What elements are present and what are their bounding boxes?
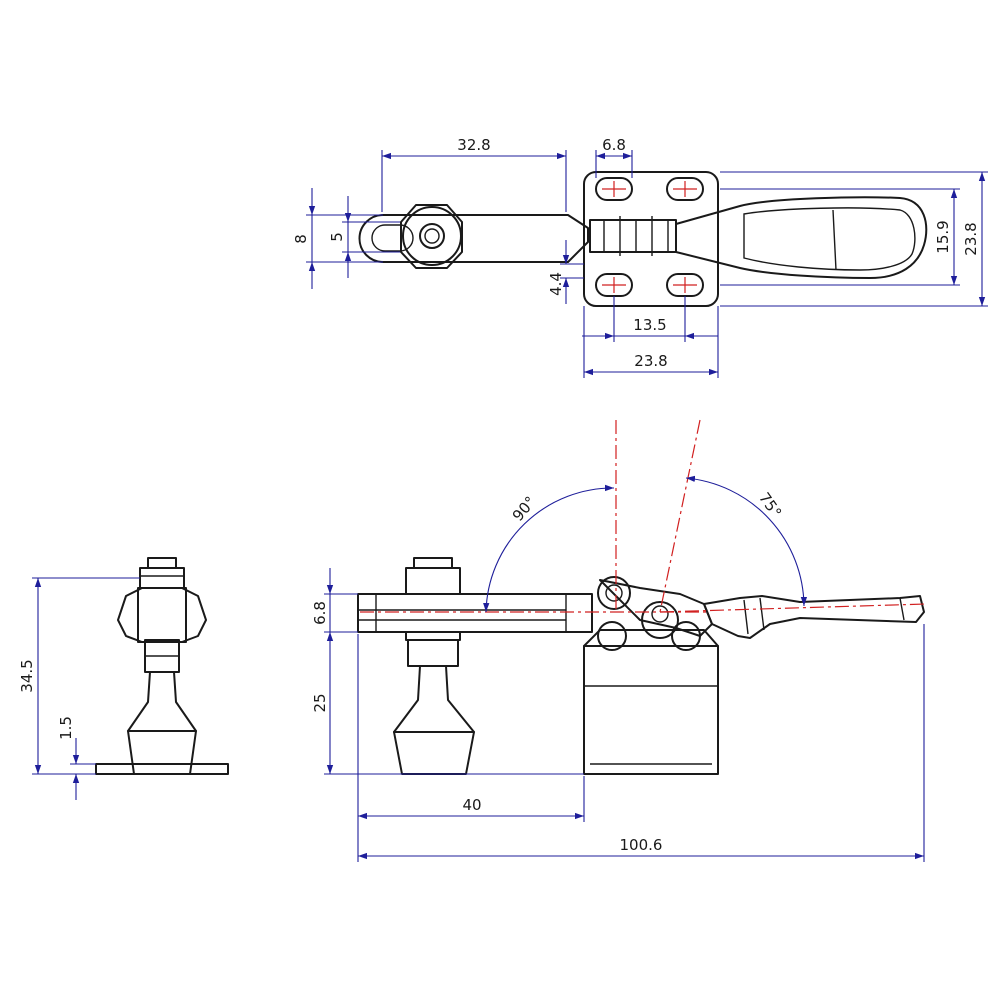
top-view-bolt	[419, 223, 445, 249]
front-view-handle-grip	[743, 597, 905, 635]
front-view-base-body	[583, 645, 719, 775]
front-view-arm	[357, 593, 593, 633]
dim-total-height: 34.5	[18, 659, 36, 692]
side-view-stem	[127, 671, 197, 732]
dim-arm-height: 8	[292, 234, 310, 244]
dim-hole-spacing-v: 15.9	[934, 220, 952, 253]
dim-spindle-offset: 40	[462, 796, 481, 814]
front-view-arm-lines	[358, 594, 567, 632]
front-view-pivot-main-hole	[651, 605, 669, 623]
top-view-mount-slot-1	[595, 177, 633, 201]
side-view-cone-pad	[127, 730, 197, 775]
front-view-base-line	[584, 685, 718, 765]
dim-offset: 4.4	[547, 272, 565, 296]
front-view	[357, 557, 925, 775]
front-view-spindle-nut-top	[405, 567, 461, 595]
side-view-bolt-top	[147, 557, 177, 569]
side-view-arm-block	[137, 587, 187, 643]
top-view-slot-centers	[602, 181, 697, 293]
top-view-hinge-block	[589, 219, 677, 253]
front-view-pivot-1	[597, 621, 627, 651]
front-view-centerlines	[360, 419, 927, 613]
top-view-hinge-pins	[603, 216, 669, 256]
dim-arm-length: 32.8	[457, 136, 490, 154]
front-view-pivot-main	[641, 601, 679, 639]
dim-arm-height-front: 25	[311, 693, 329, 712]
dim-total-length: 100.6	[620, 836, 663, 854]
dim-hole-spacing-h: 13.5	[633, 316, 666, 334]
side-view-nut-lines	[140, 575, 184, 657]
angle-handle-arc	[685, 475, 808, 607]
top-view-arm	[358, 214, 589, 263]
dim-slot-width: 6.8	[602, 136, 626, 154]
top-view-handle	[675, 196, 928, 279]
side-view-dimensions: 34.5 1.5	[18, 577, 140, 800]
front-view-spindle-stem	[393, 665, 475, 733]
dim-base-width: 23.8	[634, 352, 667, 370]
dim-base-thickness: 1.5	[57, 716, 75, 740]
top-view-dimensions: 32.8 6.8 8 5 15.9 23.8 4.4 13.5	[292, 136, 988, 378]
side-view-bracket	[117, 587, 207, 643]
front-view-handle	[703, 595, 925, 639]
front-view-dimensions: 90° 75° 6.8 25 40 100.6	[311, 475, 925, 862]
side-view-base-plate	[95, 763, 229, 775]
top-view-base-plate	[583, 171, 719, 307]
top-view	[358, 171, 928, 307]
side-view-nut-upper	[139, 567, 185, 589]
top-view-washer	[402, 206, 462, 266]
front-view-spindle-cone	[393, 731, 475, 775]
angle-open-arc	[483, 484, 615, 613]
top-view-arm-slot	[371, 224, 414, 252]
front-view-spindle-bolt-top	[413, 557, 453, 569]
top-view-hex-nut	[400, 204, 463, 269]
front-view-spindle-nut-bottom	[407, 639, 459, 667]
front-view-spindle-washer	[405, 631, 461, 641]
front-view-base-top	[583, 629, 719, 647]
dim-base-height: 23.8	[962, 222, 980, 255]
angle-handle: 75°	[755, 489, 785, 521]
angle-open: 90°	[509, 493, 540, 525]
dim-bolt-width: 5	[328, 232, 346, 242]
top-view-bolt-core	[424, 228, 440, 244]
side-view	[95, 557, 229, 775]
top-view-mount-slot-2	[666, 177, 704, 201]
dim-arm-thickness: 6.8	[311, 601, 329, 625]
top-view-handle-grip	[743, 207, 916, 271]
